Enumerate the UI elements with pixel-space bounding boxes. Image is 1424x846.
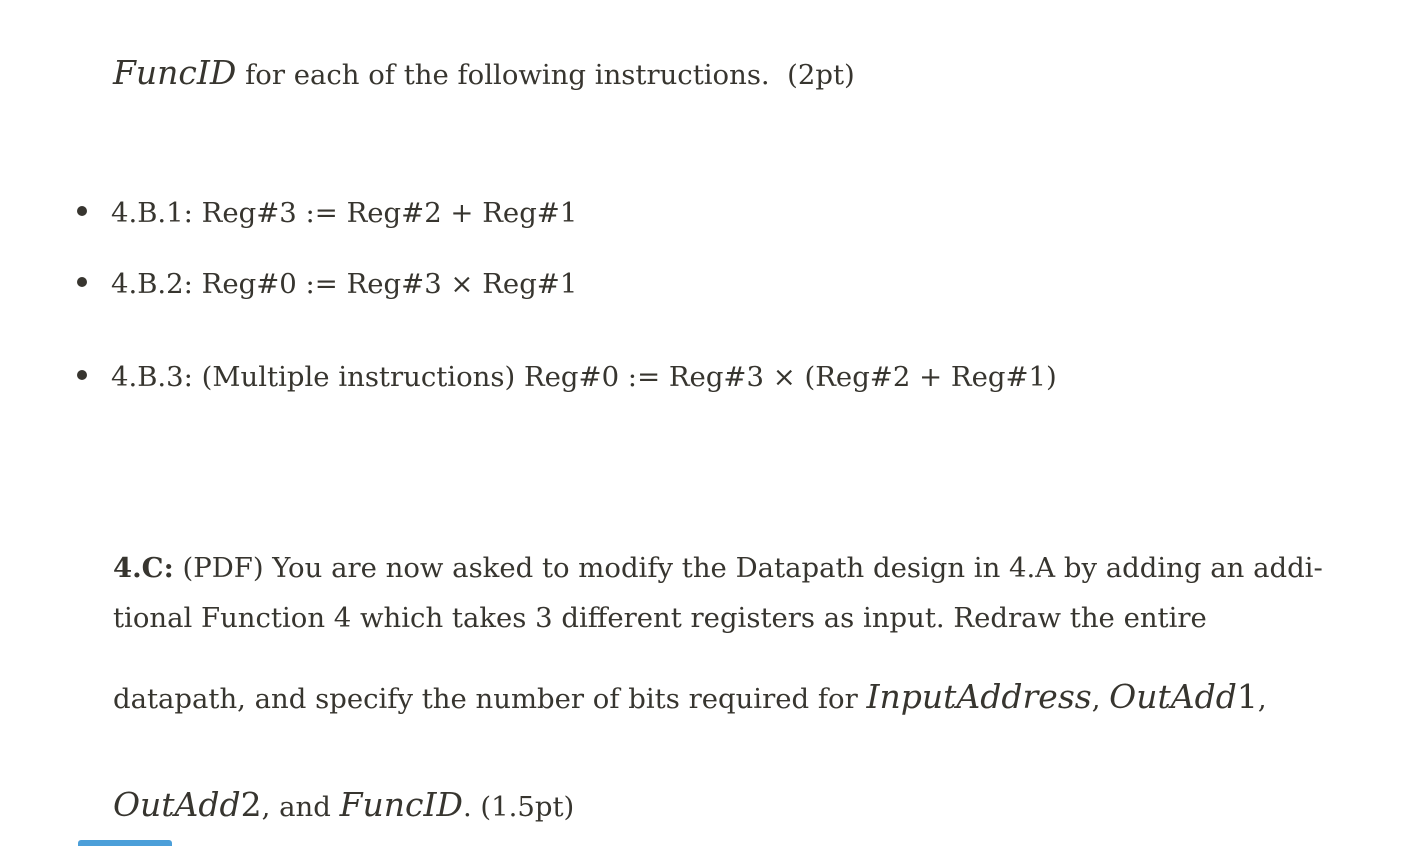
section-c-line-1: 4.C: (PDF) You are now asked to modify t…	[78, 511, 1323, 625]
section-c-line-3: datapath, and specify the number of bits…	[78, 640, 1267, 756]
bullet-dot-icon	[76, 205, 87, 216]
intro-line: FuncID for each of the following instruc…	[78, 16, 855, 132]
section-c-line-2: tional Function 4 which takes 3 differen…	[78, 561, 1207, 675]
math-outadd1-digit: 1	[1236, 677, 1258, 716]
section-c-text: , and	[261, 791, 340, 823]
bullet-text: 4.B.3: (Multiple instructions) Reg#0 := …	[110, 361, 1057, 393]
intro-text: for each of the following instructions. …	[236, 59, 855, 91]
bullet-text: 4.B.1: Reg#3 := Reg#2 + Reg#1	[110, 197, 578, 229]
section-c-text: datapath, and specify the number of bits…	[112, 683, 867, 715]
section-c-text: ,	[1091, 683, 1110, 715]
section-c-text: (PDF) You are now asked to modify the Da…	[173, 552, 1323, 584]
section-c-text: . (1.5pt)	[462, 791, 575, 823]
list-item: 4.B.1: Reg#3 := Reg#2 + Reg#1	[42, 156, 577, 270]
list-item: 4.B.2: Reg#0 := Reg#3 × Reg#1	[42, 227, 577, 341]
math-funcid: FuncID	[112, 53, 237, 92]
list-item: 4.B.3: (Multiple instructions) Reg#0 := …	[42, 320, 1057, 434]
math-outadd1: OutAdd	[1109, 677, 1237, 716]
bullet-dot-icon	[76, 276, 87, 287]
section-c-text: tional Function 4 which takes 3 differen…	[112, 602, 1207, 634]
cutoff-blue-element[interactable]	[78, 840, 172, 846]
bullet-text: 4.B.2: Reg#0 := Reg#3 × Reg#1	[110, 268, 578, 300]
math-funcid: FuncID	[339, 785, 463, 824]
section-c-line-4: OutAdd2, and FuncID. (1.5pt)	[78, 748, 574, 846]
section-c-text: ,	[1257, 683, 1267, 715]
math-outadd2-digit: 2	[240, 785, 262, 824]
math-outadd2: OutAdd	[112, 785, 241, 824]
math-inputaddress: InputAddress	[866, 677, 1092, 716]
section-c-label: 4.C:	[112, 552, 174, 584]
bullet-dot-icon	[76, 369, 87, 380]
